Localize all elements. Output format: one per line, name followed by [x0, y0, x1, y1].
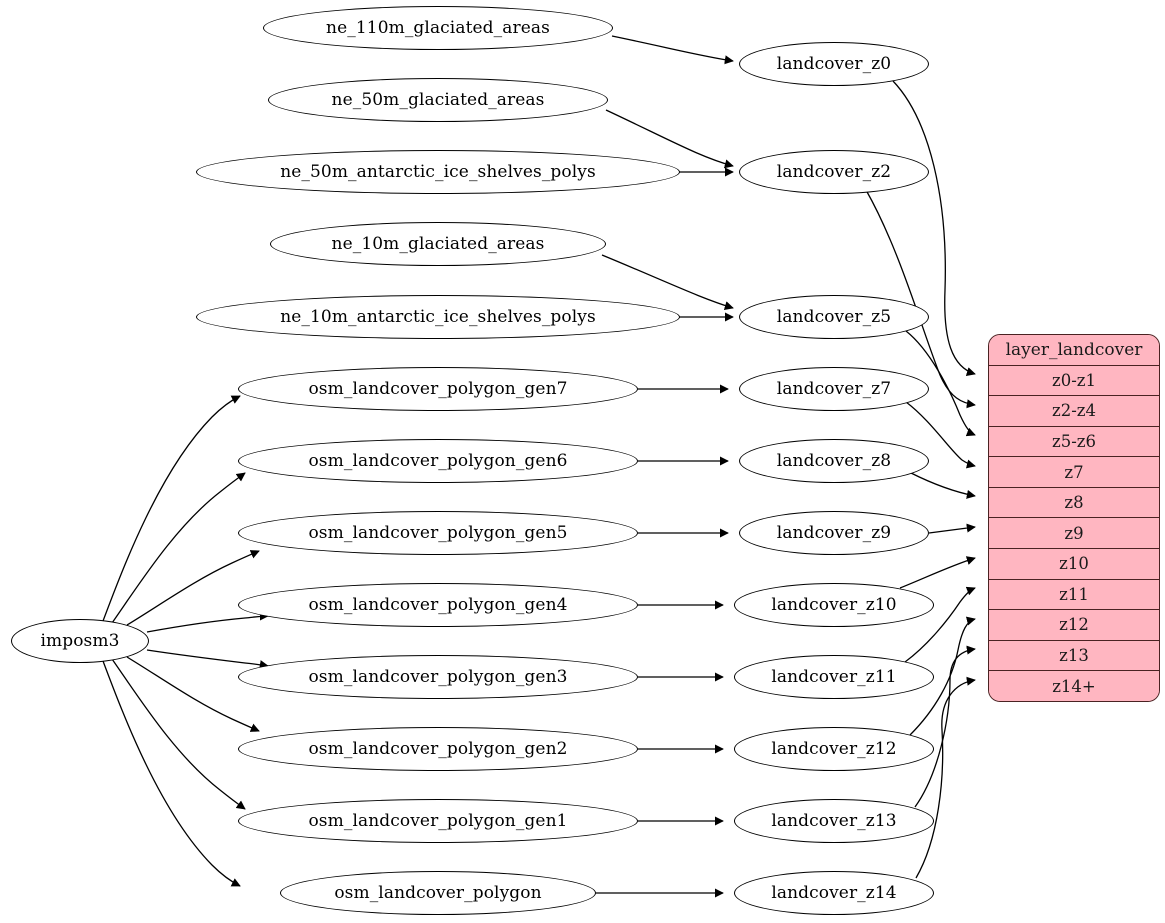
node-label: landcover_z2 — [776, 162, 892, 182]
node-label: landcover_z11 — [771, 667, 897, 687]
node-landcover-z5[interactable]: landcover_z5 — [739, 295, 929, 339]
node-landcover-z12[interactable]: landcover_z12 — [734, 727, 934, 771]
table-header-layer-landcover: layer_landcover — [989, 335, 1159, 366]
edge-imposm3-gen6 — [111, 472, 246, 624]
edge-z5-row-z5z6 — [905, 330, 976, 437]
table-cell-label: z14+ — [1052, 676, 1096, 696]
node-label: landcover_z5 — [776, 307, 892, 327]
node-osm-landcover-polygon-gen5[interactable]: osm_landcover_polygon_gen5 — [238, 511, 638, 555]
table-cell-label: z5-z6 — [1052, 432, 1096, 452]
node-label: imposm3 — [40, 631, 120, 651]
node-landcover-z7[interactable]: landcover_z7 — [739, 367, 929, 411]
node-label: landcover_z10 — [771, 595, 897, 615]
node-osm-landcover-polygon-gen6[interactable]: osm_landcover_polygon_gen6 — [238, 439, 638, 483]
table-row-z11[interactable]: z11 — [989, 579, 1159, 611]
node-imposm3[interactable]: imposm3 — [11, 619, 149, 663]
node-landcover-z10[interactable]: landcover_z10 — [734, 583, 934, 627]
node-label: osm_landcover_polygon_gen3 — [308, 667, 568, 687]
edge-z8-row-z8 — [910, 472, 976, 499]
edge-z13-row-z13 — [914, 645, 976, 808]
edge-ne10g-z5 — [601, 254, 734, 310]
table-cell-label: z0-z1 — [1052, 370, 1096, 390]
node-ne-10m-glaciated-areas[interactable]: ne_10m_glaciated_areas — [270, 222, 606, 266]
node-ne-110m-glaciated-areas[interactable]: ne_110m_glaciated_areas — [263, 6, 613, 50]
table-cell-label: z2-z4 — [1052, 401, 1096, 421]
node-label: landcover_z12 — [771, 739, 897, 759]
edge-imposm3-gen7 — [102, 395, 241, 622]
edge-z14-row-z14plus — [915, 676, 976, 879]
edge-ne110-z0 — [611, 35, 734, 65]
node-label: ne_110m_glaciated_areas — [326, 18, 550, 38]
edge-z7-row-z7 — [905, 401, 976, 469]
node-label: osm_landcover_polygon_gen4 — [308, 595, 568, 615]
node-label: ne_10m_glaciated_areas — [331, 234, 545, 254]
node-label: osm_landcover_polygon_gen5 — [308, 523, 568, 543]
edge-imposm3-gen3 — [146, 649, 269, 670]
node-osm-landcover-polygon-gen4[interactable]: osm_landcover_polygon_gen4 — [238, 583, 638, 627]
node-label: landcover_z8 — [776, 451, 892, 471]
node-landcover-z11[interactable]: landcover_z11 — [734, 655, 934, 699]
node-landcover-z8[interactable]: landcover_z8 — [739, 439, 929, 483]
table-cell-label: z12 — [1059, 615, 1089, 635]
table-row-z8[interactable]: z8 — [989, 487, 1159, 519]
table-cell-label: z8 — [1064, 493, 1084, 513]
table-row-z5-z6[interactable]: z5-z6 — [989, 426, 1159, 458]
node-osm-landcover-polygon[interactable]: osm_landcover_polygon — [280, 871, 596, 915]
node-label: ne_50m_glaciated_areas — [331, 90, 545, 110]
table-cell-label: z7 — [1064, 462, 1084, 482]
node-label: osm_landcover_polygon — [334, 883, 542, 903]
edge-z10-row-z10 — [899, 556, 976, 589]
table-cell-label: z10 — [1059, 554, 1089, 574]
node-ne-50m-antarctic-ice-shelves-polys[interactable]: ne_50m_antarctic_ice_shelves_polys — [196, 150, 680, 194]
edge-ne50g-z2 — [605, 109, 734, 169]
node-label: landcover_z0 — [776, 54, 892, 74]
node-label: osm_landcover_polygon_gen2 — [308, 739, 568, 759]
node-landcover-z14[interactable]: landcover_z14 — [734, 871, 934, 915]
node-landcover-z9[interactable]: landcover_z9 — [739, 511, 929, 555]
node-label: landcover_z9 — [776, 523, 892, 543]
node-osm-landcover-polygon-gen1[interactable]: osm_landcover_polygon_gen1 — [238, 799, 638, 843]
table-cell-label: z9 — [1064, 523, 1084, 543]
table-row-z0-z1[interactable]: z0-z1 — [989, 365, 1159, 397]
table-row-z7[interactable]: z7 — [989, 457, 1159, 488]
node-landcover-z13[interactable]: landcover_z13 — [734, 799, 934, 843]
edge-imposm3-gen1 — [111, 658, 246, 810]
node-osm-landcover-polygon-gen2[interactable]: osm_landcover_polygon_gen2 — [238, 727, 638, 771]
node-landcover-z0[interactable]: landcover_z0 — [739, 42, 929, 86]
edge-imposm3-gen4 — [146, 611, 269, 633]
node-label: osm_landcover_polygon_gen6 — [308, 451, 568, 471]
edge-z9-row-z9 — [928, 523, 976, 534]
edge-z2-row-z2z4 — [865, 189, 976, 409]
node-ne-10m-antarctic-ice-shelves-polys[interactable]: ne_10m_antarctic_ice_shelves_polys — [196, 295, 680, 339]
edge-imposm3-gen2 — [126, 656, 260, 732]
node-label: osm_landcover_polygon_gen7 — [308, 379, 568, 399]
table-cell-label: z11 — [1059, 584, 1089, 604]
table-row-z2-z4[interactable]: z2-z4 — [989, 396, 1159, 427]
table-cell-label: z13 — [1059, 646, 1089, 666]
node-label: landcover_z7 — [776, 379, 892, 399]
node-label: landcover_z14 — [771, 883, 897, 903]
table-row-z14-plus[interactable]: z14+ — [989, 671, 1159, 701]
edge-z12-row-z12 — [909, 616, 976, 736]
node-ne-50m-glaciated-areas[interactable]: ne_50m_glaciated_areas — [268, 78, 608, 122]
edge-z0-row-z0z1 — [892, 80, 976, 376]
table-row-z10[interactable]: z10 — [989, 549, 1159, 580]
table-row-z12[interactable]: z12 — [989, 610, 1159, 641]
edge-imposm3-gen5 — [126, 550, 260, 626]
node-label: osm_landcover_polygon_gen1 — [308, 811, 568, 831]
table-row-z9[interactable]: z9 — [989, 518, 1159, 550]
edge-z11-row-z11 — [904, 586, 976, 663]
table-header-label: layer_landcover — [1005, 339, 1143, 360]
node-osm-landcover-polygon-gen3[interactable]: osm_landcover_polygon_gen3 — [238, 655, 638, 699]
node-label: ne_10m_antarctic_ice_shelves_polys — [280, 307, 596, 327]
node-label: ne_50m_antarctic_ice_shelves_polys — [280, 162, 596, 182]
node-label: landcover_z13 — [771, 811, 897, 831]
table-row-z13[interactable]: z13 — [989, 640, 1159, 672]
node-landcover-z2[interactable]: landcover_z2 — [739, 150, 929, 194]
node-layer-landcover-table[interactable]: layer_landcover z0-z1 z2-z4 z5-z6 z7 z8 … — [988, 334, 1160, 702]
node-osm-landcover-polygon-gen7[interactable]: osm_landcover_polygon_gen7 — [238, 367, 638, 411]
edge-imposm3-polygon — [102, 660, 241, 887]
